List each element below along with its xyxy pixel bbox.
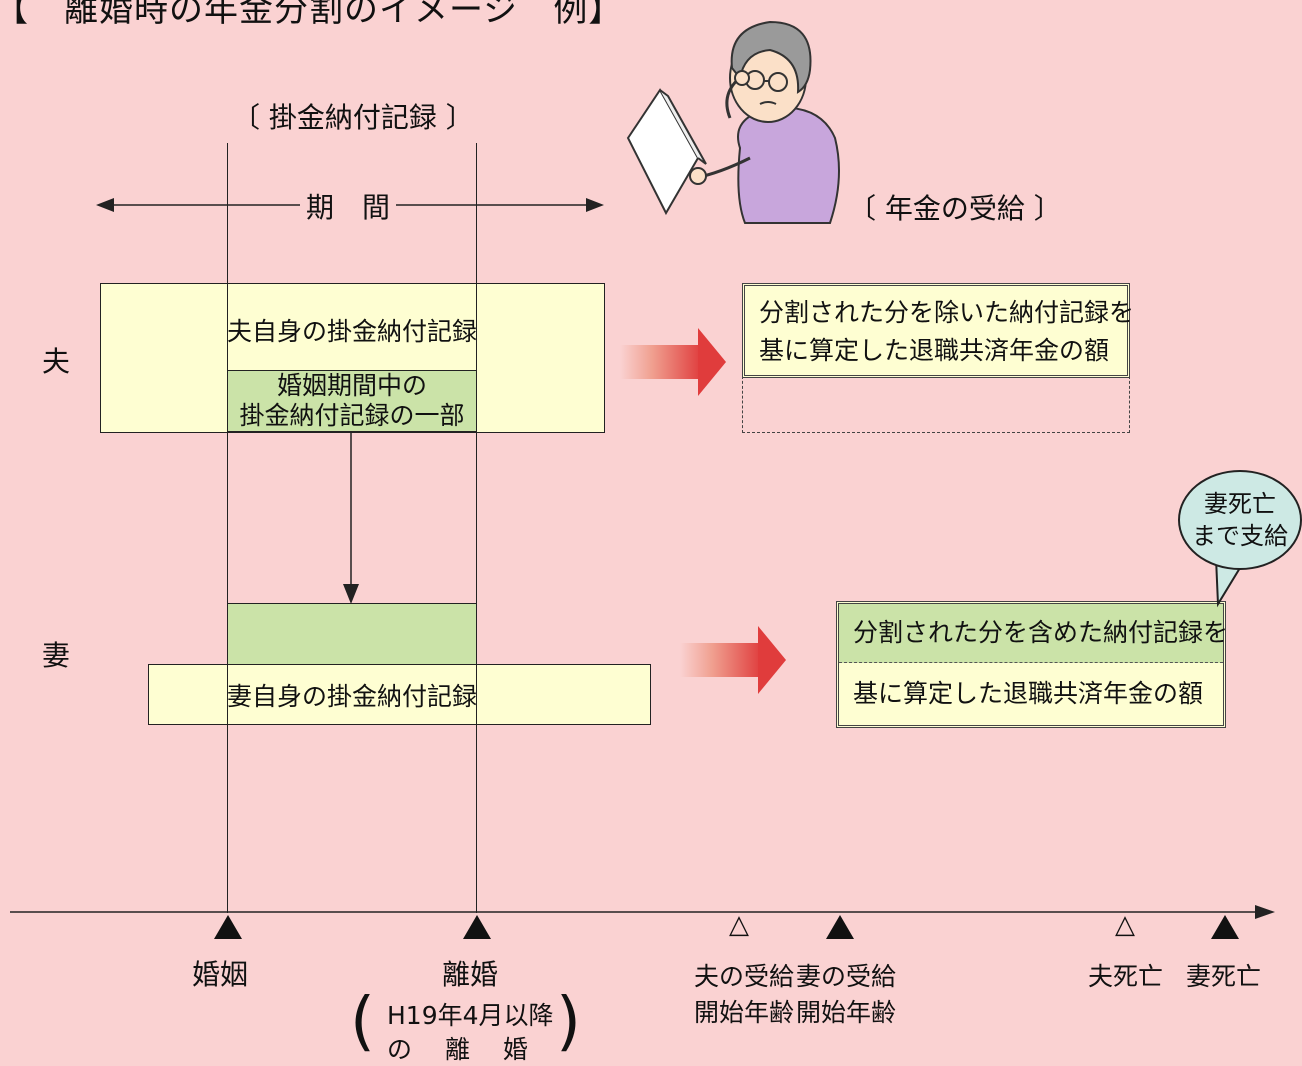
- wife-label: 妻: [42, 639, 71, 672]
- wife-start-label-line1: 妻の受給: [796, 962, 897, 991]
- period-label: 期 間: [300, 186, 397, 226]
- wife-death-label: 妻死亡: [1186, 962, 1262, 991]
- husband-label: 夫: [42, 345, 71, 378]
- husband-start-label-line1: 夫の受給: [694, 962, 795, 991]
- divorce-label: 離婚: [442, 958, 499, 991]
- marriage-label: 婚姻: [192, 958, 249, 991]
- husband-result-dashed-area: [742, 376, 1130, 433]
- husband-split-text-line1: 婚姻期間中の: [276, 371, 427, 400]
- divorce-note-paren-left: (: [350, 985, 375, 1059]
- husband-death-label: 夫死亡: [1088, 962, 1164, 991]
- divorce-note-line2: の 離 婚: [387, 1035, 528, 1064]
- timeline-axis: [10, 905, 1275, 919]
- wife-own-record-text: 妻自身の掛金納付記録: [227, 681, 478, 711]
- pay-until-wife-death-bubble: 妻死亡 まで支給: [1178, 470, 1302, 570]
- divorce-line: [476, 143, 477, 913]
- marriage-line: [227, 143, 228, 913]
- husband-result-arrow-body: [620, 345, 700, 379]
- transfer-arrow: [343, 432, 359, 604]
- husband-own-record-text: 夫自身の掛金納付記録: [227, 317, 478, 346]
- bubble-line2: まで支給: [1192, 522, 1288, 550]
- wife-start-label-line2: 開始年齢: [796, 998, 897, 1027]
- husband-result-line2: 基に算定した退職共済年金の額: [759, 336, 1110, 365]
- wife-result-arrow-body: [680, 643, 760, 677]
- husband-start-label-line2: 開始年齢: [694, 998, 795, 1027]
- husband-death-marker-icon: △: [1115, 910, 1135, 940]
- divorce-marker-icon: [463, 915, 491, 939]
- wife-result-line1: 分割された分を含めた納付記録を: [839, 604, 1228, 663]
- husband-result-box: 分割された分を除いた納付記録を 基に算定した退職共済年金の額: [742, 283, 1135, 378]
- kakekin-record-label: 〔 掛金納付記録 〕: [232, 101, 474, 134]
- bubble-line1: 妻死亡: [1204, 490, 1276, 518]
- wife-result-box: 分割された分を含めた納付記録を 基に算定した退職共済年金の額: [836, 601, 1228, 728]
- wife-death-marker-icon: [1211, 915, 1239, 939]
- wife-split-box: [227, 603, 477, 665]
- wife-start-marker-icon: [826, 915, 854, 939]
- wife-result-line2: 基に算定した退職共済年金の額: [853, 679, 1204, 708]
- husband-split-text-line2: 掛金納付記録の一部: [239, 401, 465, 430]
- page-title: 【 離婚時の年金分割のイメージ 例】: [0, 0, 624, 30]
- husband-result-line1: 分割された分を除いた納付記録を: [759, 298, 1135, 327]
- husband-start-marker-icon: △: [729, 910, 749, 940]
- divorce-note-paren-right: ): [556, 985, 581, 1059]
- wife-result-arrow-head: [758, 626, 786, 694]
- husband-result-arrow-head: [698, 328, 726, 396]
- elderly-woman-reading-document-icon: [626, 20, 840, 224]
- divorce-note-line1: H19年4月以降: [387, 1001, 554, 1030]
- wife-record-box: [148, 664, 651, 725]
- pension-receipt-label: 〔 年金の受給 〕: [848, 192, 1062, 225]
- marriage-marker-icon: [214, 915, 242, 939]
